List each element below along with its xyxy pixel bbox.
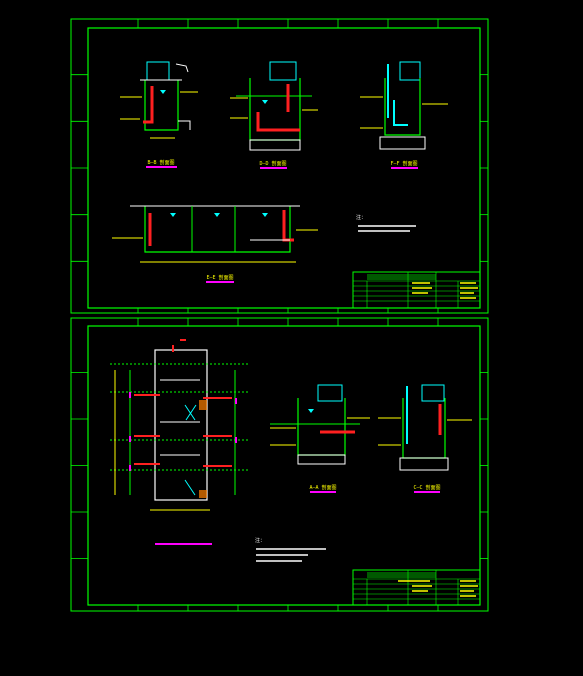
ff-tank-wall — [384, 78, 421, 136]
bottom-title-block-entries — [398, 580, 478, 597]
bottom-title-block-grid — [353, 570, 480, 605]
ee-partitions — [191, 206, 236, 252]
dd-pipe — [256, 84, 300, 132]
plan-partitions — [160, 379, 200, 456]
top-notes: 注： — [356, 214, 416, 232]
top-notes-lines — [358, 225, 416, 232]
dd-leaders — [230, 97, 318, 119]
ff-title: F—F 剖面图 — [390, 160, 417, 167]
ee-leaders — [112, 229, 318, 239]
plan-dimension-columns — [129, 370, 236, 495]
plan-ladder-cross — [184, 404, 197, 496]
sheet-top-grid-ticks — [71, 19, 488, 313]
plan-valve-1 — [199, 400, 207, 410]
plan-view — [110, 339, 250, 545]
plan-pipe-stubs — [134, 394, 232, 467]
top-title-block-entries — [412, 282, 478, 299]
bottom-title-block — [352, 569, 481, 606]
top-notes-title: 注： — [356, 214, 366, 221]
aa-leaders — [270, 417, 370, 446]
sheet-bottom-outer-border — [70, 317, 489, 612]
ee-title: E—E 剖面图 — [206, 274, 233, 281]
bb-step — [178, 120, 191, 130]
dd-title: D—D 剖面图 — [259, 160, 286, 167]
ff-upper-box — [399, 61, 421, 81]
section-a-a: A—A 剖面图 — [270, 384, 370, 493]
sheet-top: B—B 剖面图 D—D 剖面图 F—F 剖面图 — [70, 18, 489, 314]
bottom-notes: 注： — [255, 537, 326, 562]
dd-foundation — [249, 139, 301, 151]
top-title-block — [352, 271, 481, 309]
plan-outer-wall — [154, 349, 208, 501]
plan-valve-2 — [199, 490, 207, 498]
bottom-title-block-header — [367, 572, 436, 578]
cc-leaders — [378, 417, 472, 446]
cc-title: C—C 剖面图 — [413, 484, 440, 491]
section-b-b: B—B 剖面图 — [120, 61, 198, 168]
bb-pipe — [143, 86, 154, 124]
section-c-c: C—C 剖面图 — [378, 384, 472, 493]
aa-title: A—A 剖面图 — [309, 484, 336, 491]
dd-upper-box — [269, 61, 297, 81]
ee-tank-wall — [144, 206, 291, 253]
cc-foundation — [399, 457, 449, 471]
section-f-f: F—F 剖面图 — [360, 61, 448, 169]
dd-water-level-marker — [262, 100, 268, 104]
ff-pipe — [393, 100, 408, 126]
top-title-block-header — [367, 274, 436, 280]
ff-leaders — [360, 96, 448, 129]
aa-foundation — [297, 454, 346, 465]
bb-leaders — [120, 91, 198, 120]
bb-water-level-marker — [160, 90, 166, 94]
aa-upper-box — [317, 384, 343, 402]
bb-tank-wall — [144, 80, 179, 131]
top-title-block-grid — [353, 272, 480, 308]
plan-inlet — [172, 339, 186, 352]
top-title-block-frame — [352, 271, 481, 309]
bottom-notes-title: 注： — [255, 537, 265, 544]
section-d-d: D—D 剖面图 — [230, 61, 318, 169]
sheet-bottom-grid-ticks — [71, 318, 488, 611]
bottom-title-block-frame — [352, 569, 481, 606]
bb-title: B—B 剖面图 — [147, 159, 174, 166]
plan-section-markers — [129, 392, 237, 471]
ee-water-level-markers — [170, 213, 268, 217]
cc-upper-box — [421, 384, 445, 402]
ff-foundation — [379, 136, 426, 150]
aa-water-level-marker — [308, 409, 314, 413]
bottom-notes-lines — [256, 548, 326, 562]
sheet-top-outer-border — [70, 18, 489, 314]
plan-axis-lines — [110, 363, 250, 471]
sheet-bottom: A—A 剖面图 C—C 剖面图 注： — [70, 317, 489, 612]
bb-break-line — [175, 63, 189, 73]
section-e-e: E—E 剖面图 — [112, 205, 318, 283]
